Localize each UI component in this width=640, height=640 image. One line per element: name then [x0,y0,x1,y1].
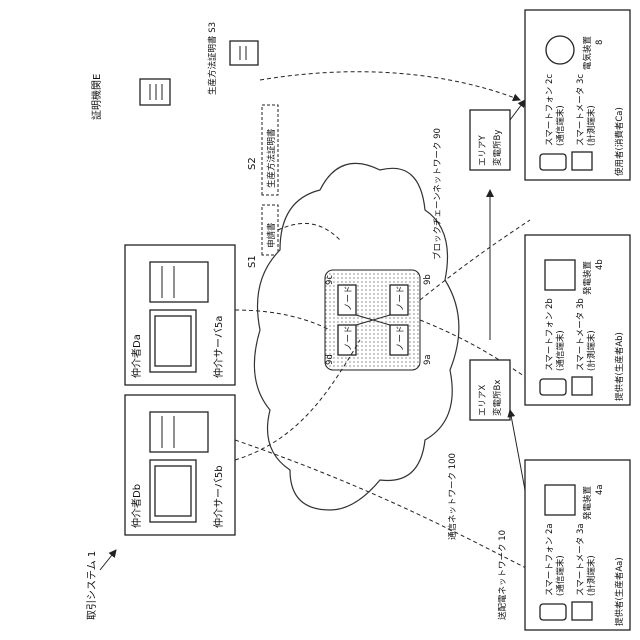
step-s2: 生産方法証明書 S2 [247,105,278,195]
node-label: ノード [396,285,406,311]
area-y-label: エリアY [478,134,488,166]
party-box-ca: 使用者(消費者Ca) スマートフォン 2c (通信端末) スマートメータ 3c … [525,10,630,180]
blockchain-network: ノード ノード ノード ノード 9d 9c 9a 9b [325,270,433,370]
party-aa-device: 発電装置 [582,485,593,520]
party-ca-phone-sub: (通信端末) [555,105,566,146]
step-s2-text: 生産方法証明書 [266,128,277,188]
party-box-aa: 提供者(生産者Aa) スマートフォン 2a (通信端末) スマートメータ 3a … [525,460,630,630]
party-ab-device-id: 4b [595,259,605,270]
party-ab-phone-sub: (通信端末) [555,330,566,371]
system-pointer [100,550,116,570]
party-ab-owner: 提供者(生産者Ab) [614,332,625,401]
system-label: 取引システム 1 [86,551,98,620]
party-ca-device: 電気装置 [582,35,593,70]
node-id-9a: 9a [423,354,433,365]
substation-bx: エリアX 変電所Bx [470,360,510,420]
substation-by-label: 変電所By [492,130,503,166]
party-aa-phone-sub: (通信端末) [555,555,566,596]
smart-meter-icon [572,377,592,395]
broker-box-da: 仲介者Da 仲介サーバ5a [125,245,235,385]
party-aa-meter-sub: (計測端末) [586,555,597,596]
substation-by: エリアY 変電所By [470,110,510,170]
party-aa-phone: スマートフォン 2a [545,523,555,596]
cert-org-label: 証明機関E [90,74,103,120]
node-label: ノード [344,285,354,311]
server-icon [150,262,208,302]
document-icon [230,41,258,65]
robot-arm-icon [546,36,574,64]
smartphone-icon [540,154,566,170]
cert-org: 証明機関E [90,74,170,120]
party-ca-phone: スマートフォン 2c [545,74,555,146]
smart-meter-icon [572,152,592,170]
party-box-ab: 提供者(生産者Ab) スマートフォン 2b (通信端末) スマートメータ 3b … [525,235,630,405]
party-ca-meter: スマートメータ 3c [576,74,586,146]
step-s3-label: 生産方法証明書 S3 [207,22,218,95]
power-flow-arrow [510,100,525,120]
party-ca-meter-sub: (計測端末) [586,105,597,146]
party-ab-phone: スマートフォン 2b [545,298,555,371]
power-grid-label: 送配電ネットワーク 10 [497,530,508,620]
comm-network-label: 通信ネットワーク 100 [447,453,458,540]
step-s1-text: 申請書 [266,222,277,248]
server-icon [150,412,208,452]
blockchain-network-label: ブロックチェーンネットワーク 90 [432,128,443,260]
party-aa-meter: スマートメータ 3a [576,523,586,596]
node-id-9c: 9c [325,275,335,285]
substation-bx-label: 変電所Bx [492,380,503,416]
node-label: ノード [344,325,354,351]
broker-da-title: 仲介者Da [130,334,143,378]
broker-da-server: 仲介サーバ5a [212,316,225,378]
node-id-9b: 9b [423,274,433,285]
node-id-9d: 9d [325,354,335,365]
document-icon [140,79,170,105]
step-s3: 生産方法証明書 S3 [207,22,258,95]
broker-db-server: 仲介サーバ5b [212,465,225,528]
party-ab-meter: スマートメータ 3b [576,298,586,371]
party-aa-owner: 提供者(生産者Aa) [614,557,625,626]
party-ca-owner: 使用者(消費者Ca) [614,107,625,176]
smartphone-icon [540,379,566,395]
area-x-label: エリアX [478,384,488,416]
smartphone-icon [540,604,566,620]
power-flow-arrow [510,410,525,490]
party-ca-device-id: 8 [595,40,605,45]
broker-db-title: 仲介者Db [130,484,143,528]
step-s2-label: S2 [247,157,258,170]
party-ab-device: 発電装置 [582,260,593,295]
broker-box-db: 仲介者Db 仲介サーバ5b [125,395,235,535]
comm-link [260,72,520,100]
node-label: ノード [396,325,406,351]
solar-panel-icon [545,485,575,515]
factory-icon [545,260,575,290]
party-aa-device-id: 4a [595,484,605,495]
party-ab-meter-sub: (計測端末) [586,330,597,371]
smart-meter-icon [572,602,592,620]
step-s1-label: S1 [247,255,258,268]
